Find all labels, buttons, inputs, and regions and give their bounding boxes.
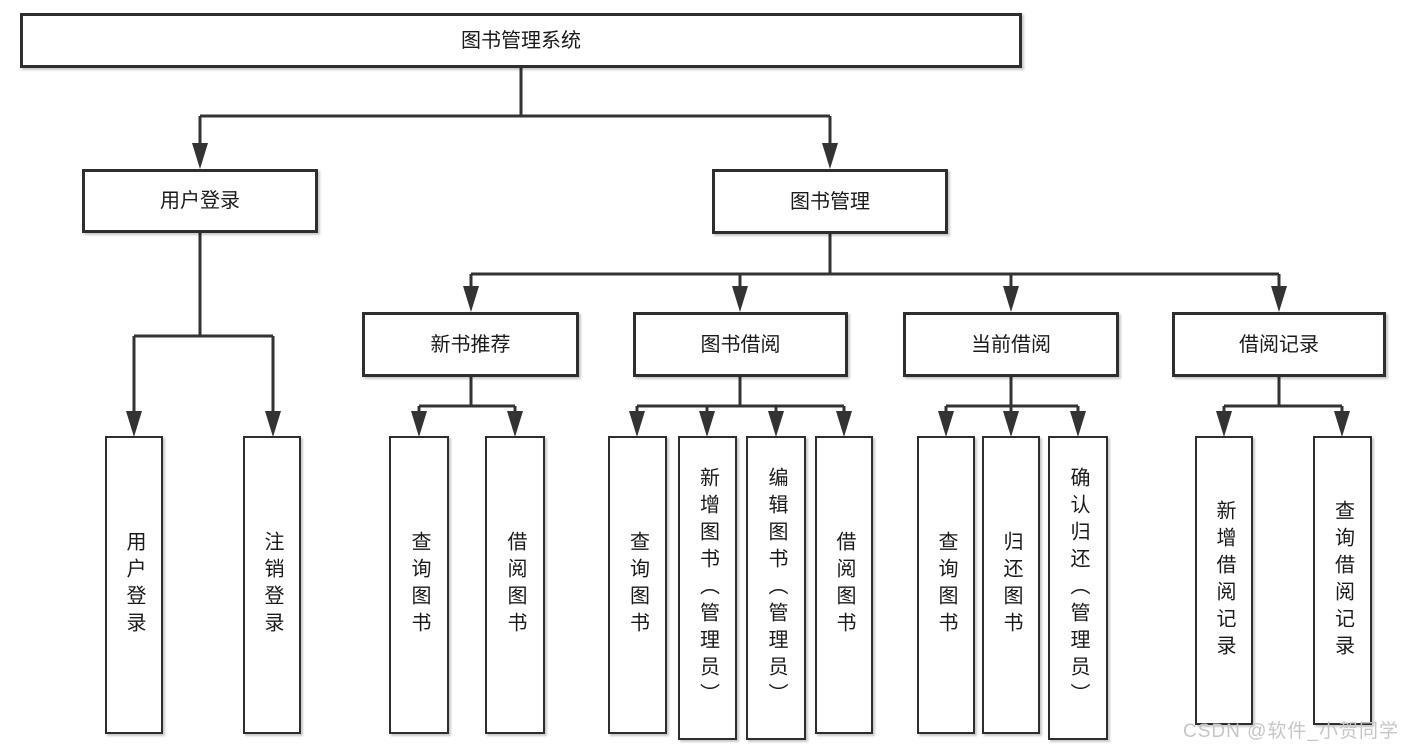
edge-new-book-split [417, 377, 517, 426]
leaf-borrow-books-borrowing: 借阅图书 [815, 436, 873, 734]
node-label: 图书管理系统 [461, 29, 581, 52]
leaf-logout: 注销登录 [243, 436, 301, 734]
node-borrowing-records: 借阅记录 [1172, 312, 1386, 377]
node-book-borrowing: 图书借阅 [633, 312, 848, 377]
leaf-label: 借阅图书 [504, 531, 526, 639]
leaf-borrow-books-recommend: 借阅图书 [485, 436, 545, 734]
node-current-borrowing: 当前借阅 [903, 312, 1119, 377]
leaf-add-books-admin: 新增图书（管理员） [678, 436, 737, 740]
node-label: 当前借阅 [971, 333, 1051, 356]
leaf-user-login: 用户登录 [105, 436, 163, 734]
leaf-edit-books-admin: 编辑图书（管理员） [746, 436, 806, 740]
node-book-management: 图书管理 [712, 169, 948, 234]
leaf-label: 确认归还（管理员） [1067, 466, 1089, 710]
leaf-label: 查询借阅记录 [1331, 499, 1354, 662]
node-label: 用户登录 [160, 190, 240, 212]
node-label: 图书管理 [790, 190, 870, 213]
edge-root-split [198, 68, 832, 158]
leaf-label: 新增图书（管理员） [696, 466, 719, 710]
edge-user-login-split [132, 233, 275, 426]
node-label: 新书推荐 [430, 333, 511, 356]
leaf-query-books-borrowing: 查询图书 [608, 436, 667, 734]
leaf-label: 查询图书 [408, 531, 430, 639]
leaf-query-books-recommend: 查询图书 [389, 436, 449, 734]
leaf-label: 注销登录 [261, 531, 283, 639]
leaf-label: 借阅图书 [833, 531, 855, 639]
edge-borrowing-split [635, 377, 846, 426]
leaf-add-borrow-record: 新增借阅记录 [1195, 436, 1253, 725]
leaf-return-books: 归还图书 [982, 436, 1040, 734]
node-label: 借阅记录 [1239, 333, 1319, 356]
arrowheads [126, 143, 1350, 437]
edge-records-split [1222, 377, 1344, 426]
leaf-label: 新增借阅记录 [1213, 499, 1235, 662]
node-label: 图书借阅 [700, 333, 781, 356]
node-new-book-recommendation: 新书推荐 [362, 312, 579, 377]
leaf-label: 归还图书 [1000, 531, 1022, 639]
leaf-query-borrow-record: 查询借阅记录 [1313, 436, 1372, 725]
edge-book-mgmt-split [469, 234, 1281, 301]
csdn-watermark: CSDN @软件_小贺同学 [1183, 721, 1399, 742]
leaf-label: 查询图书 [626, 531, 649, 639]
leaf-query-books-current: 查询图书 [917, 436, 975, 734]
node-library-management-system: 图书管理系统 [20, 13, 1022, 68]
node-user-login: 用户登录 [82, 169, 318, 233]
leaf-confirm-return-admin: 确认归还（管理员） [1048, 436, 1108, 740]
leaf-label: 用户登录 [123, 531, 145, 639]
leaf-label: 编辑图书（管理员） [765, 466, 787, 710]
leaf-label: 查询图书 [935, 531, 957, 639]
